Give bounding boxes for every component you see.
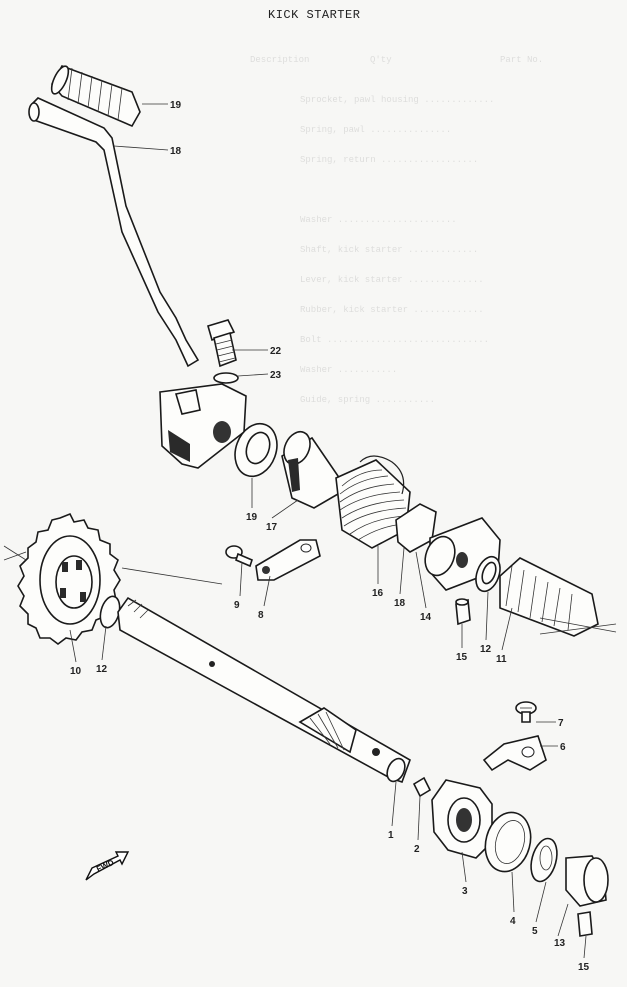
- part-pin-15-lower: [577, 911, 593, 937]
- part-washer-23: [213, 372, 239, 384]
- part-kick-lever: [28, 97, 247, 469]
- part-screw-9: [225, 545, 253, 568]
- svg-text:Part No.: Part No.: [500, 55, 543, 65]
- callout-18: 18: [394, 598, 406, 609]
- leader-lines: [69, 103, 587, 959]
- part-ratchet: [431, 779, 493, 859]
- svg-text:Guide, spring ...........: Guide, spring ...........: [300, 395, 435, 405]
- callout-20: 18: [170, 146, 182, 157]
- callout-21: 19: [170, 100, 182, 111]
- callout-1: 1: [388, 830, 394, 841]
- part-kick-shaft: [117, 596, 411, 784]
- callout-12-right: 12: [480, 644, 492, 655]
- svg-text:Spring, return ...............: Spring, return ..................: [300, 155, 478, 165]
- callout-2: 2: [414, 844, 420, 855]
- part-bolt: [207, 319, 237, 368]
- callout-12-left: 12: [96, 664, 108, 675]
- part-washer-12-right: [475, 555, 501, 593]
- callout-23: 23: [270, 370, 282, 381]
- part-guide-plate: [255, 539, 321, 581]
- part-screw-7: [515, 701, 537, 723]
- part-return-spring: [335, 455, 411, 549]
- svg-text:Washer ...........: Washer ...........: [300, 365, 397, 375]
- callout-7: 7: [558, 718, 564, 729]
- callout-17: 17: [266, 522, 278, 533]
- part-rubber-grip: [50, 65, 141, 128]
- callout-13: 13: [554, 938, 566, 949]
- svg-text:Bolt .........................: Bolt ..............................: [300, 335, 489, 345]
- part-boot: [499, 557, 599, 637]
- axis-lines: [3, 545, 617, 635]
- part-kick-gear: [17, 512, 121, 645]
- svg-text:Rubber, kick starter .........: Rubber, kick starter .............: [300, 305, 484, 315]
- svg-text:Description: Description: [250, 55, 309, 65]
- fwd-arrow: FWD: [85, 851, 130, 881]
- part-stopper-plate: [482, 735, 547, 772]
- callout-4: 4: [510, 916, 516, 927]
- callout-3: 3: [462, 886, 468, 897]
- part-spring-4: [484, 811, 532, 873]
- part-spacer: [565, 855, 609, 907]
- callout-16: 16: [372, 588, 384, 599]
- callout-10: 10: [70, 666, 82, 677]
- callout-5: 5: [532, 926, 538, 937]
- part-spring-guide: [281, 430, 339, 509]
- bleed-through: Description Q'ty Part No. Sprocket, pawl…: [250, 55, 543, 405]
- callout-22: 22: [270, 346, 282, 357]
- svg-text:Spring, pawl ...............: Spring, pawl ...............: [300, 125, 451, 135]
- svg-text:Lever, kick starter ..........: Lever, kick starter ..............: [300, 275, 484, 285]
- fwd-label: FWD: [95, 858, 116, 874]
- callout-15-upper: 15: [456, 652, 468, 663]
- callout-19: 19: [246, 512, 258, 523]
- callout-6: 6: [560, 742, 566, 753]
- callout-9: 9: [234, 600, 240, 611]
- part-pin-2: [412, 776, 432, 798]
- callout-14: 14: [420, 612, 432, 623]
- callout-15-lower: 15: [578, 962, 590, 973]
- diagram-title: KICK STARTER: [268, 8, 360, 22]
- callout-8: 8: [258, 610, 264, 621]
- callout-numbers: 19 18 22 23 19 17 16 18 14 9 8 10 12 15 …: [70, 100, 590, 973]
- part-pin-15-upper: [455, 598, 471, 626]
- callout-11: 11: [496, 654, 507, 665]
- part-oil-seal: [234, 422, 278, 478]
- svg-text:Q'ty: Q'ty: [370, 55, 392, 65]
- svg-text:Washer ......................: Washer ......................: [300, 215, 457, 225]
- svg-text:Sprocket, pawl housing .......: Sprocket, pawl housing .............: [300, 95, 494, 105]
- part-washer-5: [530, 837, 558, 883]
- svg-text:Shaft, kick starter ..........: Shaft, kick starter .............: [300, 245, 478, 255]
